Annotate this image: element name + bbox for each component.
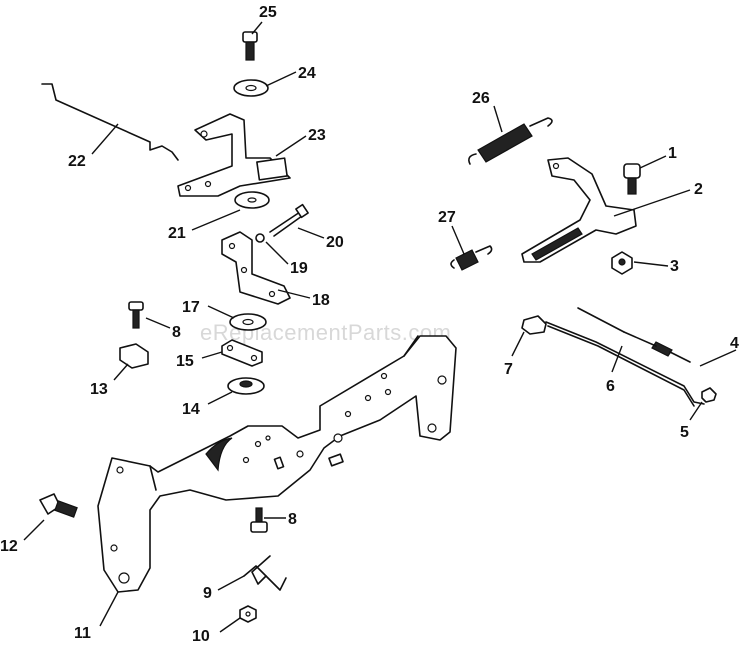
part-17-washer xyxy=(229,313,267,331)
part-14-washer xyxy=(227,377,265,395)
callout-25: 25 xyxy=(259,4,277,21)
part-20-bolt xyxy=(269,203,309,237)
callout-22: 22 xyxy=(68,153,86,170)
part-21-washer xyxy=(234,191,270,209)
callout-10: 10 xyxy=(192,628,210,645)
part-9-spring xyxy=(243,555,287,591)
callout-7: 7 xyxy=(504,361,513,378)
callout-3: 3 xyxy=(670,258,679,275)
part-22-rod xyxy=(41,83,179,161)
part-8-screw-lower xyxy=(250,507,268,533)
part-1-bolt xyxy=(623,163,641,195)
part-2-arm xyxy=(521,157,637,263)
part-5-nut xyxy=(701,387,717,403)
part-15-link xyxy=(221,339,263,367)
part-8-screw-upper xyxy=(128,301,144,329)
part-13-clip xyxy=(119,343,149,369)
callout-8-upper: 8 xyxy=(172,324,181,341)
part-25-screw xyxy=(242,31,258,61)
part-12-bolt xyxy=(39,493,78,518)
part-4-rod xyxy=(577,307,691,363)
callout-1: 1 xyxy=(668,145,677,162)
callout-13: 13 xyxy=(90,381,108,398)
callout-14: 14 xyxy=(182,401,200,418)
callout-12: 12 xyxy=(0,538,18,555)
callout-5: 5 xyxy=(680,424,689,441)
callout-2: 2 xyxy=(694,181,703,198)
callout-9: 9 xyxy=(203,585,212,602)
callout-20: 20 xyxy=(326,234,344,251)
callout-11: 11 xyxy=(74,625,91,642)
callout-18: 18 xyxy=(312,292,330,309)
part-6-cable xyxy=(545,321,705,407)
part-24-washer xyxy=(233,79,269,97)
callout-26: 26 xyxy=(472,90,490,107)
callout-21: 21 xyxy=(168,225,186,242)
part-23-bracket xyxy=(177,113,291,197)
callout-27: 27 xyxy=(438,209,456,226)
callout-4: 4 xyxy=(730,335,739,352)
part-10-nut xyxy=(239,605,257,623)
part-19-spacer xyxy=(255,233,265,243)
part-26-spring xyxy=(468,117,553,165)
part-3-nut xyxy=(611,251,633,275)
callout-19: 19 xyxy=(290,260,308,277)
part-18-lever xyxy=(221,231,291,305)
callout-23: 23 xyxy=(308,127,326,144)
leader-lines xyxy=(23,21,737,633)
callout-15: 15 xyxy=(176,353,194,370)
callout-8-lower: 8 xyxy=(288,511,297,528)
part-7-fitting xyxy=(521,315,547,335)
callout-24: 24 xyxy=(298,65,316,82)
part-27-spring xyxy=(450,245,493,271)
callout-17: 17 xyxy=(182,299,200,316)
callout-6: 6 xyxy=(606,378,615,395)
part-11-main-plate xyxy=(97,335,457,593)
